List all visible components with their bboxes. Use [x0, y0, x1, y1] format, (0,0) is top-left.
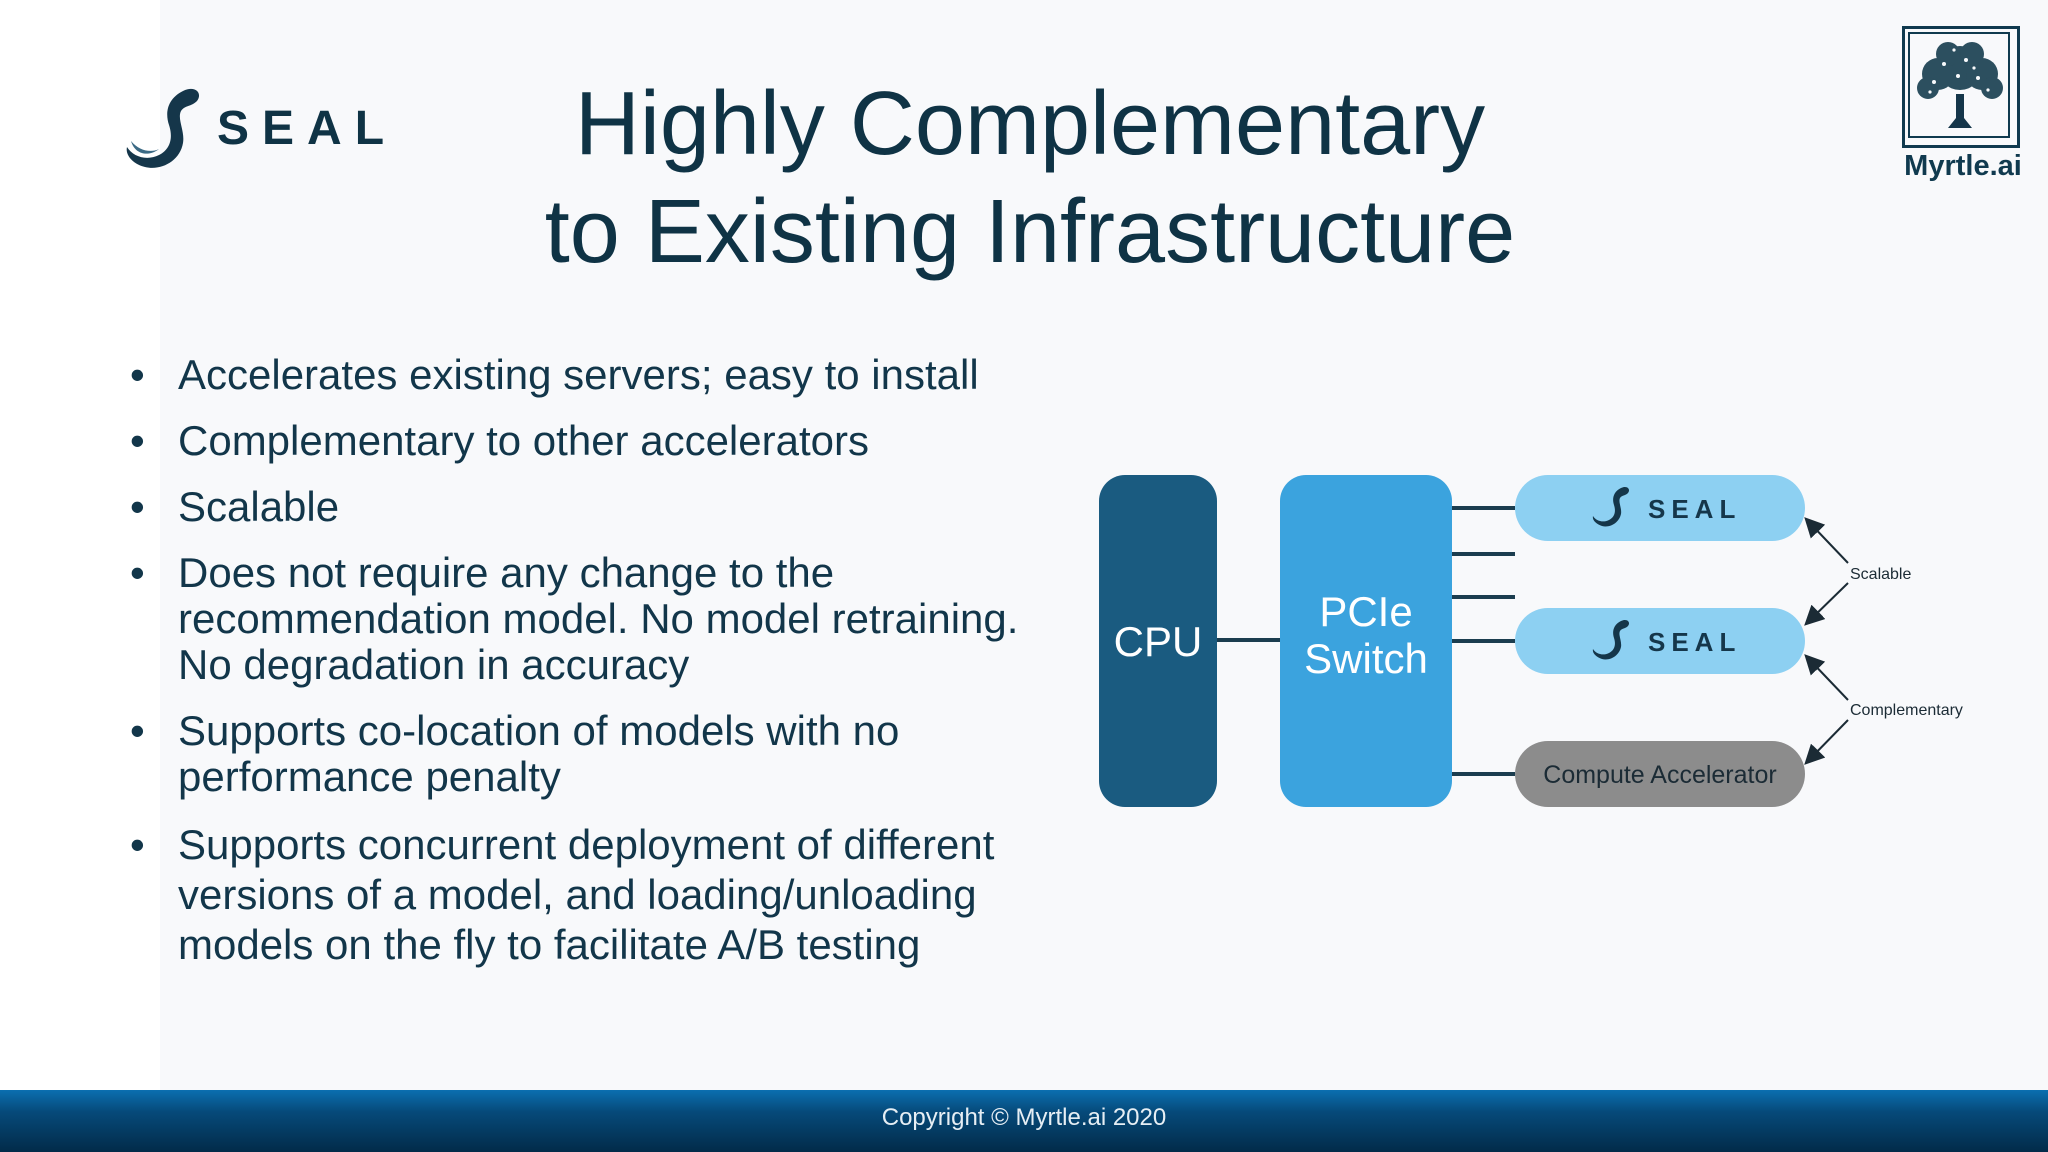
myrtle-wordmark: Myrtle.ai: [1904, 150, 2022, 182]
seal-mark-icon: [126, 88, 200, 168]
architecture-diagram: CPU PCIe Switch SEAL SEAL Compute Accele…: [1099, 475, 1963, 807]
pcie-switch-block: [1280, 475, 1452, 807]
pcie-switch-label-line2: Switch: [1304, 635, 1428, 682]
seal-wordmark: SEAL: [217, 102, 398, 155]
scalable-arrow-up: [1804, 517, 1849, 564]
bullet-item: Does not require any change to the recom…: [130, 550, 1080, 688]
cpu-label: CPU: [1114, 618, 1203, 665]
complementary-label: Complementary: [1850, 702, 1963, 719]
seal-card-1: [1515, 475, 1805, 541]
copyright-text: Copyright © Myrtle.ai 2020: [881, 1104, 1167, 1131]
pcie-switch-label-line1: PCIe: [1319, 588, 1412, 635]
myrtle-logo-frame: [1902, 26, 2020, 148]
seal-card-2: [1515, 608, 1805, 674]
footer-bar: Copyright © Myrtle.ai 2020: [0, 1090, 2048, 1152]
seal-card-2-label: SEAL: [1648, 627, 1741, 657]
cpu-block: [1099, 475, 1217, 807]
bullet-item: Supports concurrent deployment of differ…: [130, 820, 1080, 970]
bullet-item: Complementary to other accelerators: [130, 418, 1080, 465]
title-line-2: to Existing Infrastructure: [544, 182, 1516, 282]
compute-accelerator-card: [1515, 741, 1805, 807]
myrtle-logo-inner-frame: [1908, 32, 2010, 138]
complementary-arrow-up: [1804, 654, 1849, 701]
scalable-label: Scalable: [1850, 566, 1911, 583]
bullet-item: Supports co-location of models with no p…: [130, 708, 1080, 800]
compute-accelerator-label: Compute Accelerator: [1543, 761, 1776, 789]
bullet-item: Scalable: [130, 484, 1080, 531]
myrtle-logo: Myrtle.ai: [1900, 24, 2026, 192]
scalable-arrow-down: [1804, 582, 1849, 626]
seal-logo: SEAL: [125, 85, 385, 175]
bullet-list: Accelerates existing servers; easy to in…: [130, 352, 1080, 970]
slide-title: Highly Complementary to Existing Infrast…: [430, 70, 1630, 286]
tree-icon: [1917, 42, 2003, 128]
complementary-arrow-down: [1804, 719, 1849, 765]
bullet-item: Accelerates existing servers; easy to in…: [130, 352, 1080, 399]
title-line-1: Highly Complementary: [574, 74, 1486, 174]
seal-card-1-label: SEAL: [1648, 494, 1741, 524]
